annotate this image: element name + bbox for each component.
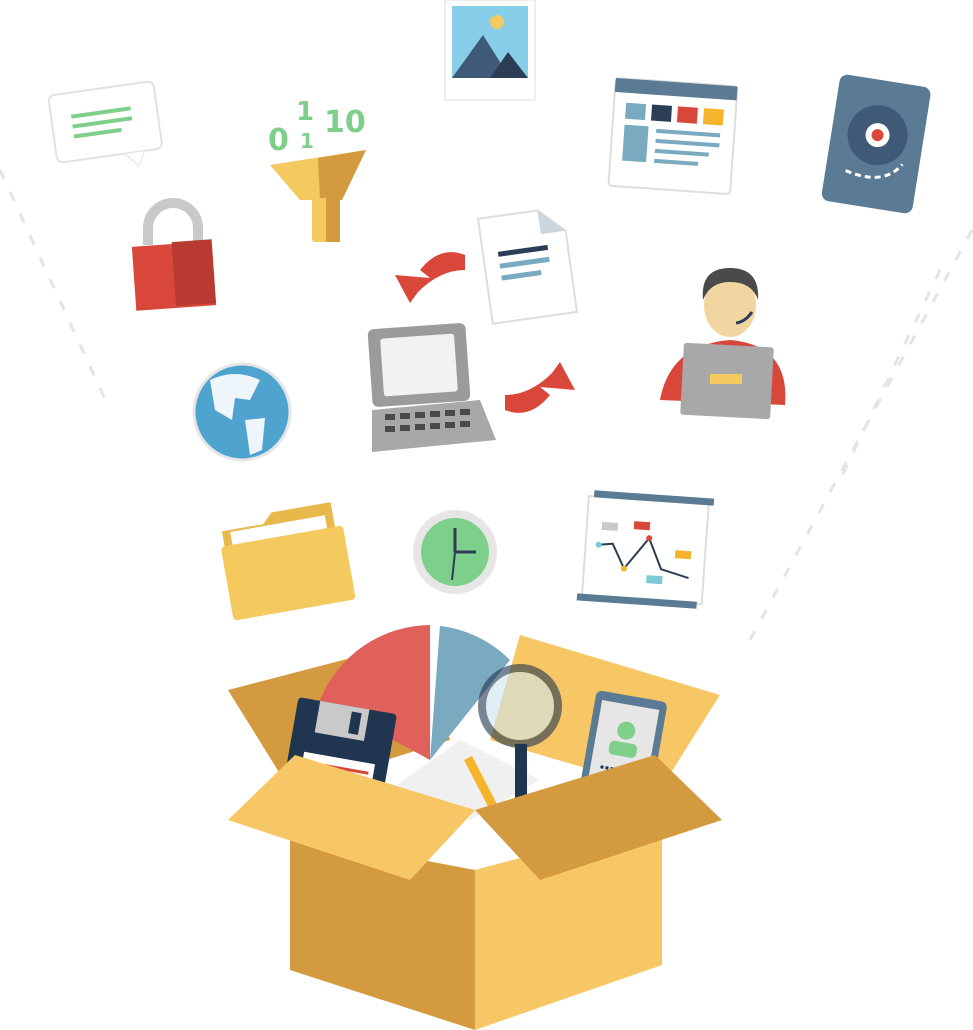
hard-drive-icon <box>821 74 931 214</box>
funnel-icon: 0 1 10 1 <box>268 97 366 242</box>
funnel-digit: 10 <box>324 105 366 140</box>
pie-chart-icon <box>320 624 510 760</box>
clock-icon <box>413 510 497 594</box>
pencil-icon <box>464 755 500 815</box>
curved-arrow-right-icon <box>505 362 575 413</box>
laptop-icon <box>367 323 496 452</box>
dashed-rays <box>0 169 973 641</box>
globe-icon <box>192 362 292 462</box>
curved-arrow-left-icon <box>395 252 465 303</box>
funnel-digit: 1 <box>300 129 314 153</box>
document-icon <box>476 209 579 325</box>
photo-icon <box>444 0 536 101</box>
magnifying-glass-icon <box>478 664 562 804</box>
support-agent-icon <box>660 268 786 420</box>
padlock-icon <box>131 198 217 311</box>
line-chart-board-icon <box>576 490 715 609</box>
funnel-digit: 1 <box>296 97 314 127</box>
funnel-digit: 0 <box>268 123 289 158</box>
cardboard-box <box>228 624 722 1030</box>
browser-window-icon <box>607 77 739 195</box>
chat-bubble-icon <box>47 80 163 167</box>
folder-icon <box>221 502 356 621</box>
